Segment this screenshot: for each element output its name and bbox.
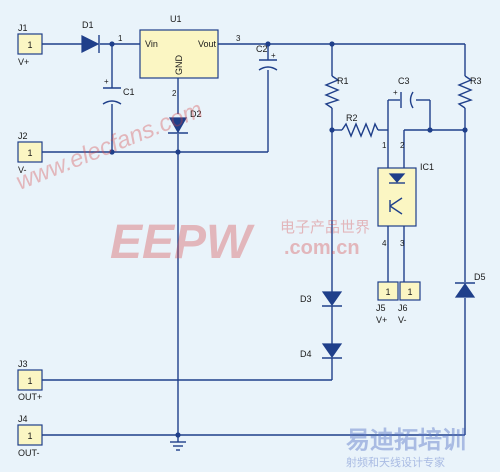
svg-text:1: 1 (382, 141, 387, 150)
svg-text:R2: R2 (346, 113, 358, 123)
svg-text:D4: D4 (300, 349, 312, 359)
svg-text:R1: R1 (337, 76, 349, 86)
svg-text:J3: J3 (18, 359, 28, 369)
connector-j4: 1 J4 OUT- (17, 414, 43, 458)
svg-text:.com.cn: .com.cn (284, 237, 360, 259)
svg-text:3: 3 (236, 34, 241, 43)
watermark-brand: 易迪拓培训 射频和天线设计专家 (346, 426, 466, 469)
svg-text:易迪拓培训: 易迪拓培训 (346, 426, 466, 454)
resistor-r1: R1 (324, 75, 349, 109)
svg-text:射频和天线设计专家: 射频和天线设计专家 (346, 455, 445, 469)
regulator-u1: U1 Vin Vout GND 1 2 3 (118, 14, 241, 98)
svg-text:D1: D1 (82, 20, 94, 30)
svg-text:1: 1 (118, 34, 123, 43)
svg-text:1: 1 (385, 287, 390, 297)
svg-text:+: + (393, 88, 398, 97)
svg-text:1: 1 (27, 431, 32, 441)
diode-d1: D1 (81, 20, 100, 53)
diode-d2: D2 (168, 109, 202, 134)
svg-text:EEPW: EEPW (110, 216, 255, 269)
svg-text:C3: C3 (398, 76, 410, 86)
svg-text:1: 1 (407, 287, 412, 297)
svg-text:J5: J5 (376, 303, 386, 313)
junction-dots (109, 41, 468, 438)
connector-j3: 1 J3 OUT+ (17, 359, 43, 402)
wires (42, 43, 466, 442)
watermark-eepw: EEPW 电子产品世界 .com.cn (110, 216, 370, 269)
svg-text:Vin: Vin (145, 39, 158, 49)
capacitor-c3: + C3 (393, 76, 414, 109)
svg-text:J1: J1 (18, 23, 28, 33)
svg-text:4: 4 (382, 239, 387, 248)
resistor-r2: R2 (341, 113, 379, 138)
svg-text:D3: D3 (300, 294, 312, 304)
svg-text:IC1: IC1 (420, 162, 434, 172)
svg-text:2: 2 (400, 141, 405, 150)
diode-d3: D3 (300, 291, 343, 307)
connector-j1: 1 J1 V+ (17, 23, 43, 67)
svg-text:C1: C1 (123, 87, 135, 97)
svg-text:1: 1 (27, 40, 32, 50)
svg-text:D2: D2 (190, 109, 202, 119)
svg-text:+: + (271, 51, 276, 60)
svg-text:J6: J6 (398, 303, 408, 313)
optocoupler-ic1: IC1 1 2 3 4 (377, 141, 434, 248)
diode-d4: D4 (300, 343, 343, 359)
resistor-r3: R3 (457, 75, 482, 109)
svg-text:2: 2 (172, 89, 177, 98)
capacitor-c2: + C2 (256, 44, 278, 71)
svg-text:V+: V+ (376, 315, 387, 325)
svg-text:D5: D5 (474, 272, 486, 282)
svg-text:C2: C2 (256, 44, 268, 54)
svg-text:+: + (104, 77, 109, 86)
svg-text:R3: R3 (470, 76, 482, 86)
ground-symbol-icon (170, 441, 186, 451)
svg-text:V-: V- (18, 165, 27, 175)
svg-text:V-: V- (398, 315, 407, 325)
capacitor-c1: + C1 (102, 77, 135, 105)
svg-text:3: 3 (400, 239, 405, 248)
svg-text:OUT+: OUT+ (18, 392, 42, 402)
svg-text:U1: U1 (170, 14, 182, 24)
svg-text:Vout: Vout (198, 39, 217, 49)
svg-text:OUT-: OUT- (18, 448, 40, 458)
svg-text:1: 1 (27, 148, 32, 158)
svg-text:J4: J4 (18, 414, 28, 424)
svg-text:J2: J2 (18, 131, 28, 141)
connector-j5: 1 J5 V+ (376, 281, 399, 325)
svg-text:V+: V+ (18, 57, 29, 67)
diode-d5: D5 (454, 272, 486, 298)
connector-j6: 1 J6 V- (398, 281, 421, 325)
connector-j2: 1 J2 V- (17, 131, 43, 175)
svg-text:GND: GND (174, 55, 184, 76)
svg-text:电子产品世界: 电子产品世界 (280, 219, 370, 236)
svg-text:1: 1 (27, 376, 32, 386)
